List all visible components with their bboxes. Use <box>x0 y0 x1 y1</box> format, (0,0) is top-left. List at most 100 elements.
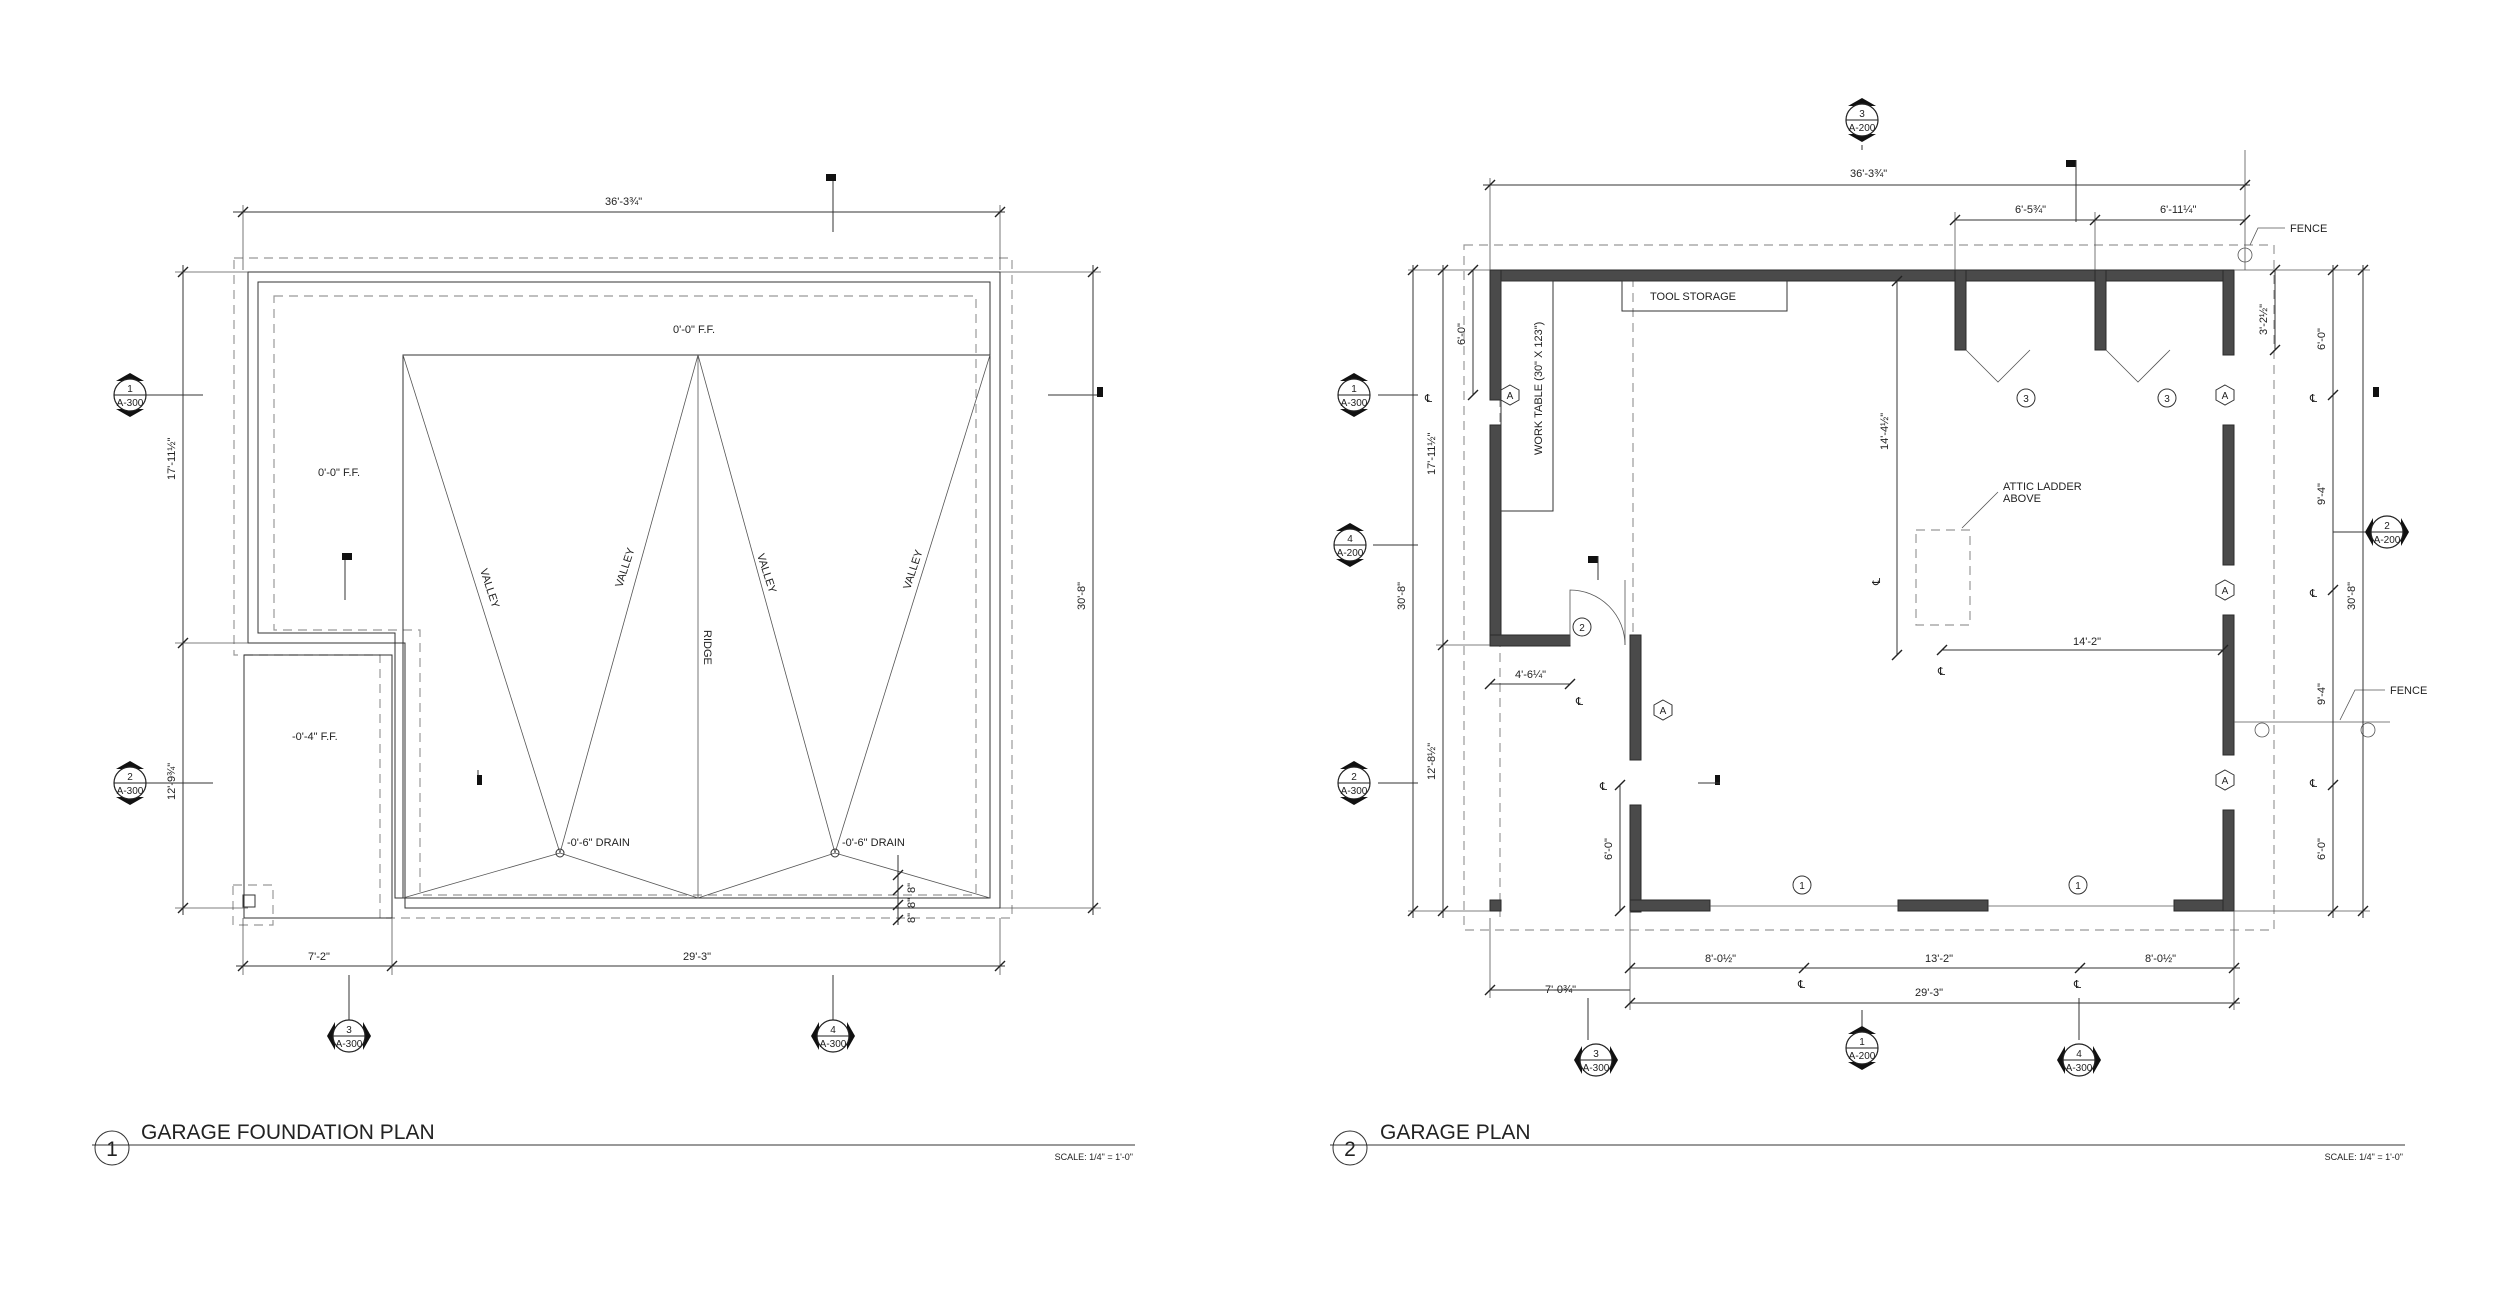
double-door-swing <box>1965 349 2171 383</box>
garage-plan: TOOL STORAGE WORK TABLE (30" X 123") ATT… <box>1330 98 2427 1166</box>
wall-left-upper <box>1489 269 1502 401</box>
svg-text:3: 3 <box>1593 1049 1599 1060</box>
section-tag: 1 A-200 <box>1845 1026 1879 1070</box>
fence-note: FENCE <box>2290 223 2327 235</box>
view-title: GARAGE FOUNDATION PLAN <box>141 1121 435 1144</box>
foundation-slab-inner <box>257 281 991 899</box>
svg-text:8'-0½": 8'-0½" <box>2145 953 2176 965</box>
svg-text:6'-0": 6'-0" <box>2316 328 2328 350</box>
tool-storage-label: TOOL STORAGE <box>1650 291 1736 303</box>
leader-line <box>1961 491 1999 529</box>
flag-icon <box>477 775 482 785</box>
window-tag: A <box>2215 579 2235 601</box>
svg-text:1: 1 <box>1859 1037 1865 1048</box>
svg-text:9'-4": 9'-4" <box>2316 483 2328 505</box>
svg-text:4: 4 <box>2076 1049 2082 1060</box>
svg-text:2: 2 <box>1351 772 1357 783</box>
finish-floor-note: 0'-0" F.F. <box>318 467 360 479</box>
flag-icon <box>342 553 352 560</box>
window-tag: A <box>2215 384 2235 406</box>
svg-text:29'-3": 29'-3" <box>683 951 711 963</box>
valley-label: VALLEY <box>613 546 637 589</box>
tool-storage <box>1621 280 1788 312</box>
svg-text:A-300: A-300 <box>117 398 144 409</box>
svg-text:A-300: A-300 <box>1341 786 1368 797</box>
door-tag: 3 <box>2016 388 2036 408</box>
svg-text:A: A <box>2222 586 2229 597</box>
svg-text:14'-4½": 14'-4½" <box>1879 413 1891 450</box>
centerline-mark: ℄ <box>1424 393 1432 405</box>
section-tag: 2 A-300 <box>1337 761 1371 805</box>
svg-text:1: 1 <box>127 384 133 395</box>
svg-text:17'-11½": 17'-11½" <box>166 437 178 480</box>
dimension-left: 17'-11½" 12'-9¾" <box>166 265 248 915</box>
svg-text:3: 3 <box>2023 394 2029 405</box>
svg-text:1: 1 <box>1799 881 1805 892</box>
scale-note: SCALE: 1/4" = 1'-0" <box>1055 1152 1133 1162</box>
svg-text:6'-0": 6'-0" <box>1603 838 1615 860</box>
svg-text:36'-3¾": 36'-3¾" <box>1850 168 1887 180</box>
wall-inner-left <box>1629 634 1642 761</box>
section-tag: 3 A-200 <box>1845 98 1879 142</box>
foundation-dashed-inner <box>273 295 977 896</box>
svg-text:3: 3 <box>2164 394 2170 405</box>
section-tag: 3 A-300 <box>1574 1043 1618 1077</box>
flag-icon <box>826 174 836 181</box>
svg-text:A-300: A-300 <box>2066 1063 2093 1074</box>
post-footing <box>232 884 274 926</box>
svg-text:A: A <box>2222 776 2229 787</box>
valley-line <box>834 354 991 854</box>
dimension-bottom: 8'-0½" 13'-2" 8'-0½" 7'-0¾" 29'-3" ℄ ℄ <box>1484 911 2240 1010</box>
dimension-right: 30'-8" <box>1000 265 1101 915</box>
drain-note: -0'-6" DRAIN <box>842 837 905 849</box>
svg-text:8": 8" <box>906 898 918 908</box>
svg-text:℄: ℄ <box>2073 979 2081 991</box>
wall-right-lower <box>2222 614 2235 756</box>
flag-icon <box>1588 556 1598 563</box>
drain-note: -0'-6" DRAIN <box>567 837 630 849</box>
door-tag: 1 <box>1792 875 1812 895</box>
svg-text:1: 1 <box>2075 881 2081 892</box>
svg-text:A-300: A-300 <box>1583 1063 1610 1074</box>
window-tag: A <box>1653 699 1673 721</box>
door-tag: 2 <box>1572 617 1592 637</box>
valley-line <box>559 354 699 854</box>
svg-text:12'-8½": 12'-8½" <box>1426 743 1438 780</box>
svg-text:A: A <box>2222 391 2229 402</box>
view-title: GARAGE PLAN <box>1380 1121 1531 1144</box>
fence-note: FENCE <box>2390 685 2427 697</box>
slope-line <box>402 852 561 899</box>
svg-text:8'-0½": 8'-0½" <box>1705 953 1736 965</box>
slope-line <box>697 852 836 899</box>
centerline-mark: ℄ <box>2309 588 2317 600</box>
post-footing-inner <box>242 894 256 908</box>
svg-text:A-300: A-300 <box>820 1039 847 1050</box>
svg-text:6'-5¾": 6'-5¾" <box>2015 204 2046 216</box>
foundation-plan: VALLEY VALLEY VALLEY VALLEY RIDGE 0'-0" … <box>92 174 1135 1166</box>
attic-ladder-note: ABOVE <box>2003 493 2041 505</box>
section-tag: 2 A-200 <box>2365 515 2409 549</box>
svg-text:30'-8": 30'-8" <box>2346 582 2358 610</box>
dimension-bottom: 7'-2" 29'-3" <box>236 918 1006 975</box>
svg-text:6'-0": 6'-0" <box>2316 838 2328 860</box>
wall-bottom-left <box>1629 899 1711 912</box>
dimension-left: 17'-11½" 12'-8½" 30'-8" 6'-0" 6'-0" <box>1396 264 1626 918</box>
svg-text:A-300: A-300 <box>117 786 144 797</box>
view-number-circle <box>94 1130 130 1166</box>
flag-icon <box>2066 160 2076 167</box>
dimension-top: 36'-3¾" 6'-5¾" 6'-11¼" <box>1483 150 2251 270</box>
view-number-circle <box>1332 1130 1368 1166</box>
valley-line <box>402 354 561 854</box>
svg-text:2: 2 <box>1579 623 1585 634</box>
valley-label: VALLEY <box>477 567 501 610</box>
wall-right-mid <box>2222 424 2235 566</box>
fence-post-icon <box>2254 722 2270 738</box>
view-number: 2 <box>1344 1138 1356 1161</box>
section-tag: 1 A-300 <box>113 373 147 417</box>
svg-text:4: 4 <box>1347 534 1353 545</box>
svg-text:4'-6¼": 4'-6¼" <box>1515 669 1546 681</box>
dimension-overall-width: 36'-3¾" <box>233 196 1006 270</box>
svg-text:A-300: A-300 <box>336 1039 363 1050</box>
valley-line <box>697 354 836 854</box>
window-tag: A <box>2215 769 2235 791</box>
